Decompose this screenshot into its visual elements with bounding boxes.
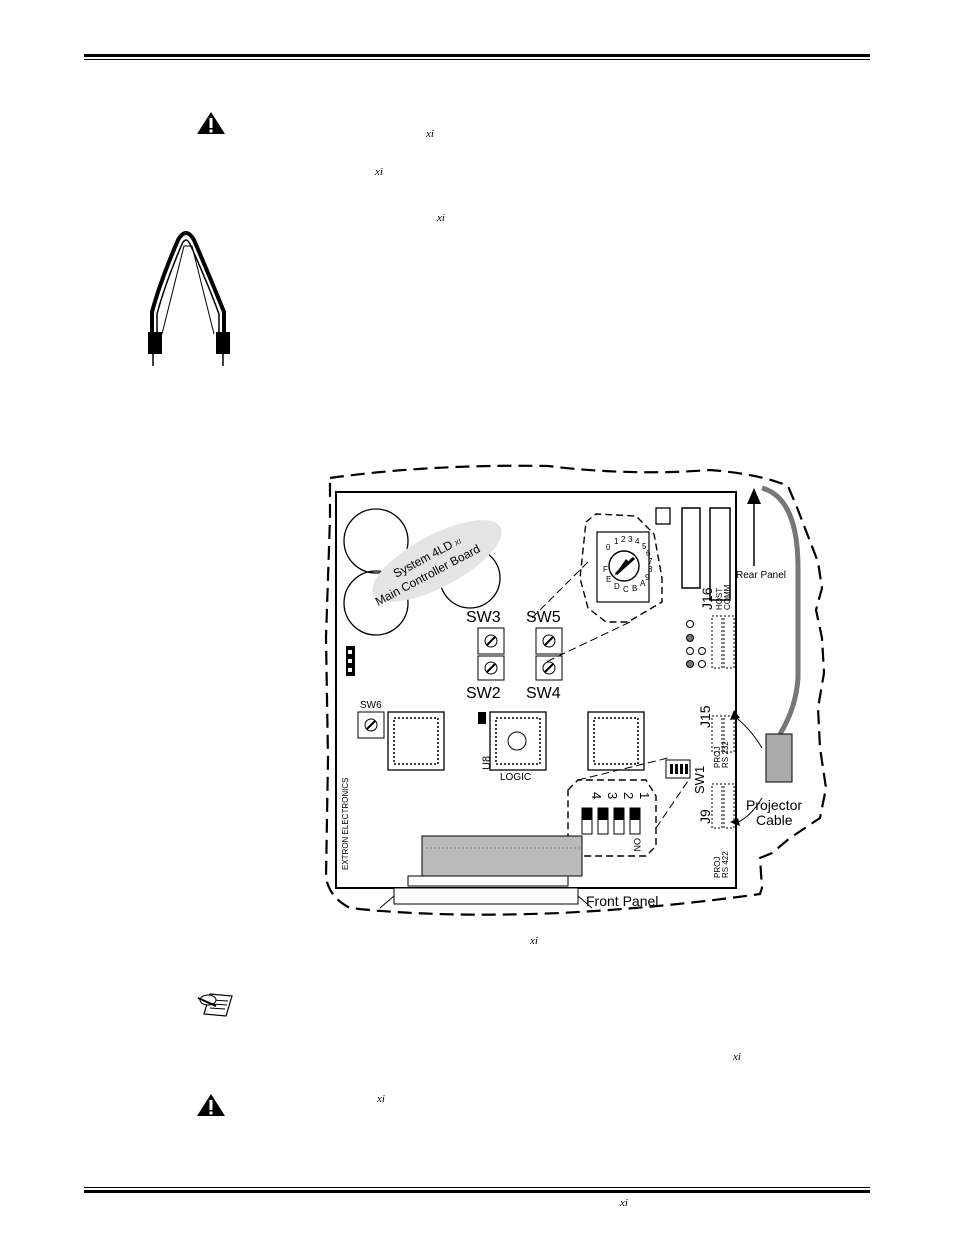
logic-label: LOGIC: [500, 772, 531, 783]
xi-mark: xi: [377, 1093, 385, 1105]
rotary-switch-sw6: [357, 711, 385, 739]
svg-text:9: 9: [645, 573, 650, 582]
footer-rule-thin: [84, 1187, 870, 1188]
svg-text:4: 4: [589, 792, 604, 799]
projector-cable: [761, 485, 801, 736]
rotary-switch-sw2: [477, 655, 505, 681]
sw4-label: SW4: [526, 685, 561, 702]
svg-text:1: 1: [637, 792, 652, 799]
warning-icon: [197, 1094, 225, 1116]
front-ribbon-cable: [421, 835, 583, 877]
sw5-label: SW5: [526, 609, 561, 626]
header-rule-thick: [84, 54, 870, 57]
svg-text:6: 6: [646, 549, 651, 558]
svg-text:3: 3: [605, 792, 620, 799]
svg-text:1: 1: [614, 537, 619, 546]
svg-text:7: 7: [648, 557, 653, 566]
front-panel-label: Front Panel: [586, 893, 658, 909]
rotary-switch-sw5: [535, 627, 563, 655]
extron-label: EXTRON ELECTRONICS: [341, 778, 350, 870]
svg-text:3: 3: [628, 535, 633, 544]
svg-text:2: 2: [621, 792, 636, 799]
svg-text:5: 5: [642, 542, 647, 551]
sw1-label: SW1: [692, 766, 707, 794]
rotary-switch-sw3: [477, 627, 505, 655]
svg-text:2: 2: [621, 535, 626, 544]
board-cutaway-outline: [324, 464, 828, 916]
dip-switch-zoom: 4 3 2 1 ON: [581, 792, 652, 852]
svg-text:A: A: [640, 579, 646, 588]
xi-mark: xi: [437, 212, 445, 224]
host-label: HOST: [715, 588, 724, 610]
xi-mark: xi: [733, 1051, 741, 1063]
svg-text:4: 4: [635, 537, 640, 546]
svg-text:D: D: [614, 582, 620, 591]
xi-mark: xi: [375, 166, 383, 178]
cable-label: Cable: [756, 812, 793, 828]
u8-label: U8: [481, 756, 493, 770]
svg-text:C: C: [623, 585, 629, 594]
svg-text:8: 8: [648, 565, 653, 574]
note-pencil-icon: [197, 993, 233, 1017]
footer-rule-thick: [84, 1190, 870, 1193]
proj-label-2: PROJ: [713, 857, 722, 878]
svg-text:E: E: [606, 575, 611, 584]
jumper-illustration: [148, 231, 230, 366]
j9-label: J9: [697, 809, 713, 824]
warning-icon: [197, 112, 225, 134]
rotary-switch-sw4: [535, 655, 563, 681]
svg-text:ON: ON: [632, 838, 642, 852]
status-leds: [686, 620, 706, 668]
sw3-label: SW3: [466, 609, 501, 626]
sw2-label: SW2: [466, 685, 501, 702]
rs422-label: RS 422: [721, 851, 730, 878]
j15-label: J15: [697, 705, 713, 728]
rear-panel-label: Rear Panel: [736, 570, 786, 581]
rotary-digits: 0 1 2 3 4 5 6 7 8 9 A B C D E F: [603, 535, 653, 594]
projector-label: Projector: [746, 797, 802, 813]
j16-label: J16: [699, 587, 715, 610]
controller-board-diagram: System 4LD XI Main Controller Board Rear…: [324, 464, 828, 916]
xi-mark: xi: [620, 1197, 628, 1209]
svg-text:B: B: [632, 584, 637, 593]
header-rule-thin: [84, 59, 870, 60]
proj-label-1: PROJ: [713, 747, 722, 768]
svg-text:0: 0: [606, 543, 611, 552]
rs232-label: RS 232: [721, 741, 730, 768]
svg-text:F: F: [603, 565, 608, 574]
xi-mark: xi: [530, 935, 538, 947]
xi-mark: xi: [426, 128, 434, 140]
sw6-label: SW6: [360, 700, 382, 711]
board-title-sup: XI: [453, 538, 463, 548]
comm-label: COMM: [723, 584, 732, 610]
